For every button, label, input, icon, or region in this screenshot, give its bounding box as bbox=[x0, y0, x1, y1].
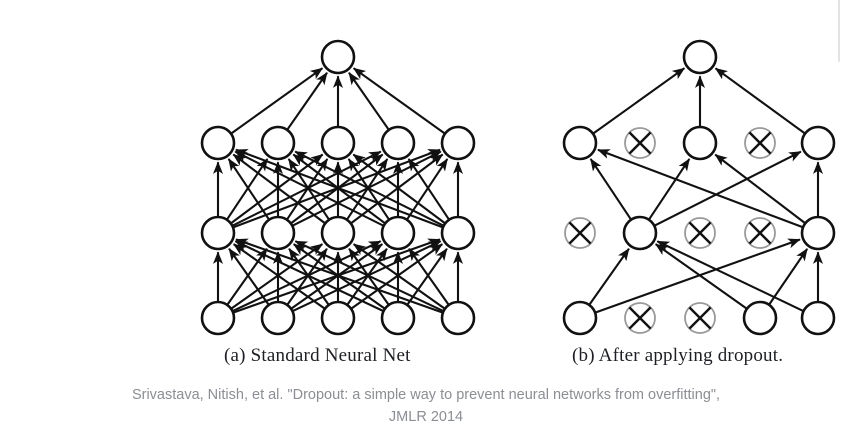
dropped-unit-icon bbox=[684, 217, 716, 249]
subcaption-row: (a) Standard Neural Net (b) After applyi… bbox=[0, 345, 853, 377]
network-unit-node bbox=[320, 39, 356, 75]
network-edge bbox=[230, 67, 324, 135]
network-edge bbox=[352, 153, 446, 224]
network-unit-node bbox=[380, 300, 416, 336]
network-unit-node bbox=[622, 215, 658, 251]
network-edge bbox=[592, 67, 686, 135]
network-unit-node bbox=[440, 125, 476, 161]
network-edge bbox=[597, 148, 803, 229]
network-edge bbox=[235, 238, 443, 314]
network-unit-node bbox=[562, 125, 598, 161]
dropout-neural-net-diagram bbox=[562, 39, 836, 336]
network-unit-node bbox=[562, 300, 598, 336]
panel-edge-divider bbox=[838, 0, 840, 62]
subcaption-after-applying-dropout: (b) After applying dropout. bbox=[572, 345, 784, 366]
subcaption-standard-neural-net: (a) Standard Neural Net bbox=[224, 345, 411, 366]
network-unit-node bbox=[800, 300, 836, 336]
network-unit-node bbox=[682, 125, 718, 161]
network-unit-node bbox=[200, 215, 236, 251]
dropped-unit-icon bbox=[744, 127, 776, 159]
network-unit-node bbox=[800, 125, 836, 161]
network-edge bbox=[654, 243, 748, 310]
network-edge bbox=[656, 240, 804, 312]
dropped-unit-icon bbox=[624, 127, 656, 159]
network-edge bbox=[595, 238, 801, 314]
network-edge bbox=[589, 158, 632, 220]
source-citation-caption: Srivastava, Nitish, et al. "Dropout: a s… bbox=[131, 387, 721, 425]
network-edge bbox=[350, 153, 444, 224]
network-edge bbox=[226, 158, 269, 220]
network-edge bbox=[294, 240, 444, 312]
network-unit-node bbox=[682, 39, 718, 75]
network-edge bbox=[352, 67, 446, 135]
nodes-group bbox=[562, 39, 836, 336]
network-unit-node bbox=[440, 300, 476, 336]
network-edge bbox=[406, 158, 449, 220]
network-unit-node bbox=[260, 215, 296, 251]
network-unit-node bbox=[260, 300, 296, 336]
network-unit-node bbox=[380, 125, 416, 161]
network-edge bbox=[408, 247, 450, 306]
network-edge bbox=[714, 67, 806, 135]
standard-neural-net-diagram bbox=[200, 39, 476, 336]
dropped-unit-icon bbox=[744, 217, 776, 249]
network-edge bbox=[352, 243, 446, 310]
network-edge bbox=[350, 243, 444, 310]
network-edge bbox=[648, 158, 691, 220]
network-unit-node bbox=[320, 300, 356, 336]
network-unit-node bbox=[200, 125, 236, 161]
network-edge bbox=[286, 72, 328, 131]
edges-group bbox=[212, 67, 464, 314]
network-edge bbox=[286, 247, 328, 306]
network-unit-node bbox=[320, 215, 356, 251]
dropped-unit-icon bbox=[624, 302, 656, 334]
network-edge bbox=[227, 158, 270, 220]
edges-group bbox=[588, 67, 824, 314]
network-unit-node bbox=[200, 300, 236, 336]
network-edge bbox=[294, 150, 444, 227]
dropped-unit-icon bbox=[564, 217, 596, 249]
network-edge bbox=[226, 247, 268, 306]
network-unit-node bbox=[260, 125, 296, 161]
network-edge bbox=[232, 153, 326, 224]
network-unit-node bbox=[800, 215, 836, 251]
network-edge bbox=[232, 243, 326, 310]
network-edge bbox=[286, 158, 329, 220]
network-edge bbox=[228, 247, 270, 306]
network-edge bbox=[346, 247, 388, 306]
neural-network-figure bbox=[200, 39, 836, 336]
nodes-group bbox=[200, 39, 476, 336]
network-unit-node bbox=[440, 215, 476, 251]
network-edge bbox=[654, 150, 802, 227]
dropped-unit-icon bbox=[684, 302, 716, 334]
network-edge bbox=[407, 158, 450, 220]
network-unit-node bbox=[320, 125, 356, 161]
network-edge bbox=[348, 72, 390, 131]
network-unit-node bbox=[742, 300, 778, 336]
network-edge bbox=[768, 248, 809, 305]
network-edge bbox=[406, 247, 448, 306]
network-edge bbox=[346, 158, 389, 220]
network-edge bbox=[714, 153, 806, 224]
network-edge bbox=[235, 148, 443, 229]
network-edge bbox=[234, 150, 384, 227]
network-edge bbox=[588, 247, 630, 306]
network-edge bbox=[234, 240, 384, 312]
network-unit-node bbox=[380, 215, 416, 251]
